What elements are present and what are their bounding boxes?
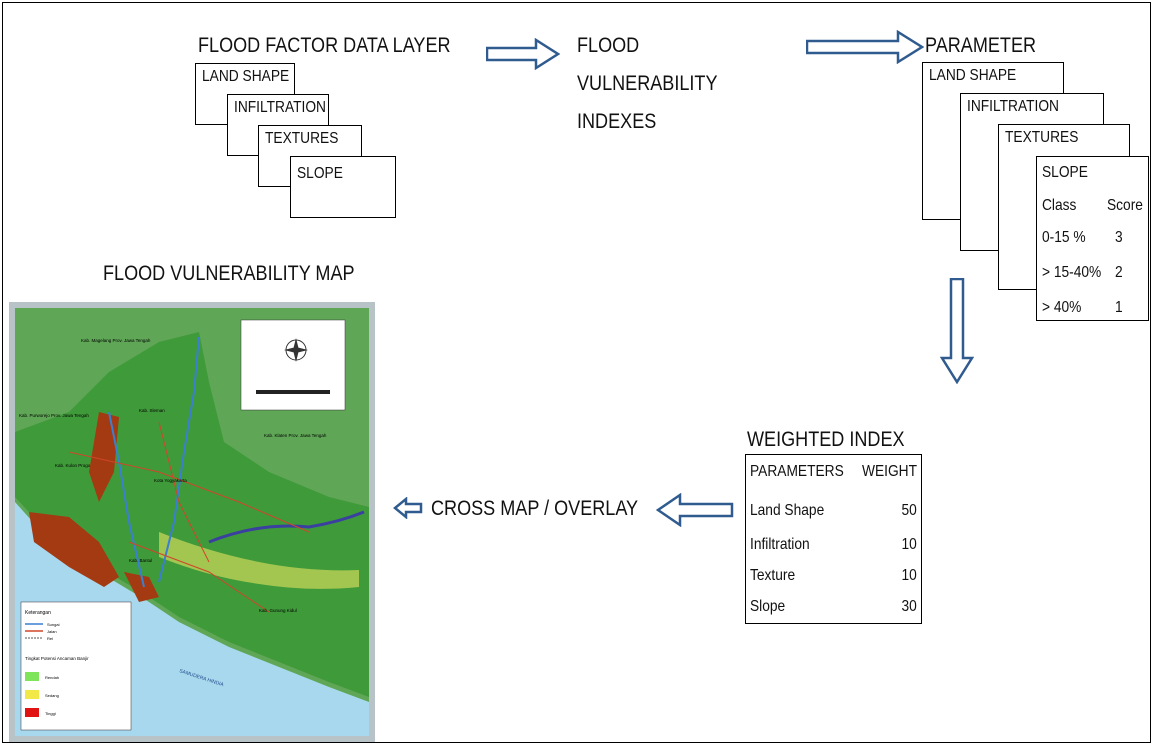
parameters-header: PARAMETERS: [750, 463, 844, 480]
legend-class-label: Sedang: [45, 693, 59, 698]
table-cell-weight: 10: [901, 567, 917, 584]
factor-card-label: TEXTURES: [265, 130, 339, 147]
weighted-index-table: PARAMETERS WEIGHT Land Shape 50 Infiltrati…: [745, 454, 922, 624]
river-line: [208, 510, 365, 544]
parameter-card-label: LAND SHAPE: [929, 67, 1017, 84]
indexes-line-1: FLOOD: [577, 34, 640, 57]
slope-score-cell: 2: [1115, 264, 1123, 281]
slope-class-cell: > 40%: [1042, 299, 1082, 316]
weighted-index-title: WEIGHTED INDEX: [747, 428, 905, 451]
factor-card-label: SLOPE: [297, 165, 343, 182]
slope-class-cell: > 15-40%: [1042, 264, 1102, 281]
indexes-line-2: VULNERABILITY: [577, 72, 718, 95]
overlay-label: CROSS MAP / OVERLAY: [431, 497, 639, 520]
indexes-line-3: INDEXES: [577, 110, 657, 133]
legend-class-label: Tinggi: [45, 711, 56, 716]
table-cell-name: Infiltration: [750, 536, 810, 553]
legend-class-title: Tingkat Potensi Ancaman Banjir: [25, 656, 89, 661]
place-label: Kab. Sleman: [139, 408, 165, 413]
legend-class-label: Rendah: [45, 675, 59, 680]
table-cell-weight: 50: [901, 502, 917, 519]
place-label: Kab. Kulon Progo: [55, 463, 91, 468]
legend-line-label: Rel: [47, 636, 53, 641]
factor-layer-title: FLOOD FACTOR DATA LAYER: [198, 34, 451, 57]
down-arrow-icon: [940, 278, 974, 384]
legend-swatch-low: [25, 672, 39, 681]
table-cell-name: Texture: [750, 567, 796, 584]
legend-line-label: Sungai: [47, 622, 60, 627]
flood-vulnerability-map: Keterangan Sungai Jalan Rel Tingkat Pote…: [9, 302, 375, 742]
region-high-risk: [124, 572, 159, 602]
region-high-risk: [29, 512, 119, 587]
place-label: Kab. Magelang Prov. Jawa Tengah: [81, 338, 151, 343]
legend-swatch-medium: [25, 690, 39, 699]
slope-class-header: Class: [1042, 197, 1077, 214]
slope-class-cell: 0-15 %: [1042, 229, 1086, 246]
legend-swatch-high: [25, 708, 39, 717]
left-arrow-icon: [656, 493, 734, 527]
slope-score-cell: 3: [1115, 229, 1123, 246]
place-label: Kab. Bantul: [129, 558, 152, 563]
river-line: [158, 336, 200, 583]
region-high-risk: [89, 412, 119, 502]
legend-line-label: Jalan: [47, 629, 57, 634]
river-line: [108, 411, 145, 588]
parameter-title: PARAMETER: [925, 34, 1037, 57]
place-label: Kota Yogyakarta: [154, 478, 187, 483]
place-label: Kab. Purworejo Prov. Jawa Tengah: [19, 413, 89, 418]
legend-title: Keterangan: [25, 610, 51, 616]
slope-score-cell: 1: [1115, 299, 1123, 316]
parameter-card-label: TEXTURES: [1005, 129, 1079, 146]
parameter-card-label: INFILTRATION: [967, 98, 1059, 115]
factor-card-label: INFILTRATION: [234, 99, 326, 116]
right-arrow-icon: [486, 38, 560, 70]
region-medium-risk: [159, 532, 359, 589]
table-cell-weight: 10: [901, 536, 917, 553]
slope-score-card: SLOPE Class Score 0-15 % 3 > 15-40% 2 > …: [1036, 156, 1149, 321]
factor-card-slope: SLOPE: [290, 156, 396, 218]
compass-inset: [240, 319, 346, 411]
table-cell-name: Slope: [750, 598, 786, 615]
road-line: [68, 421, 310, 613]
compass-needle-icon: [284, 338, 308, 362]
slope-card-title: SLOPE: [1042, 164, 1088, 181]
left-arrow-icon: [393, 497, 423, 519]
slope-score-header: Score: [1107, 197, 1143, 214]
scale-bar: [256, 390, 330, 394]
factor-card-label: LAND SHAPE: [202, 68, 290, 85]
place-label: Kab. Gunung Kidul: [259, 608, 297, 613]
place-label: Kab. Klaten Prov. Jawa Tengah: [264, 433, 327, 438]
table-cell-weight: 30: [901, 598, 917, 615]
weight-header: WEIGHT: [861, 463, 917, 480]
map-title: FLOOD VULNERABILITY MAP: [103, 262, 355, 285]
table-cell-name: Land Shape: [750, 502, 825, 519]
right-arrow-icon: [806, 30, 924, 64]
